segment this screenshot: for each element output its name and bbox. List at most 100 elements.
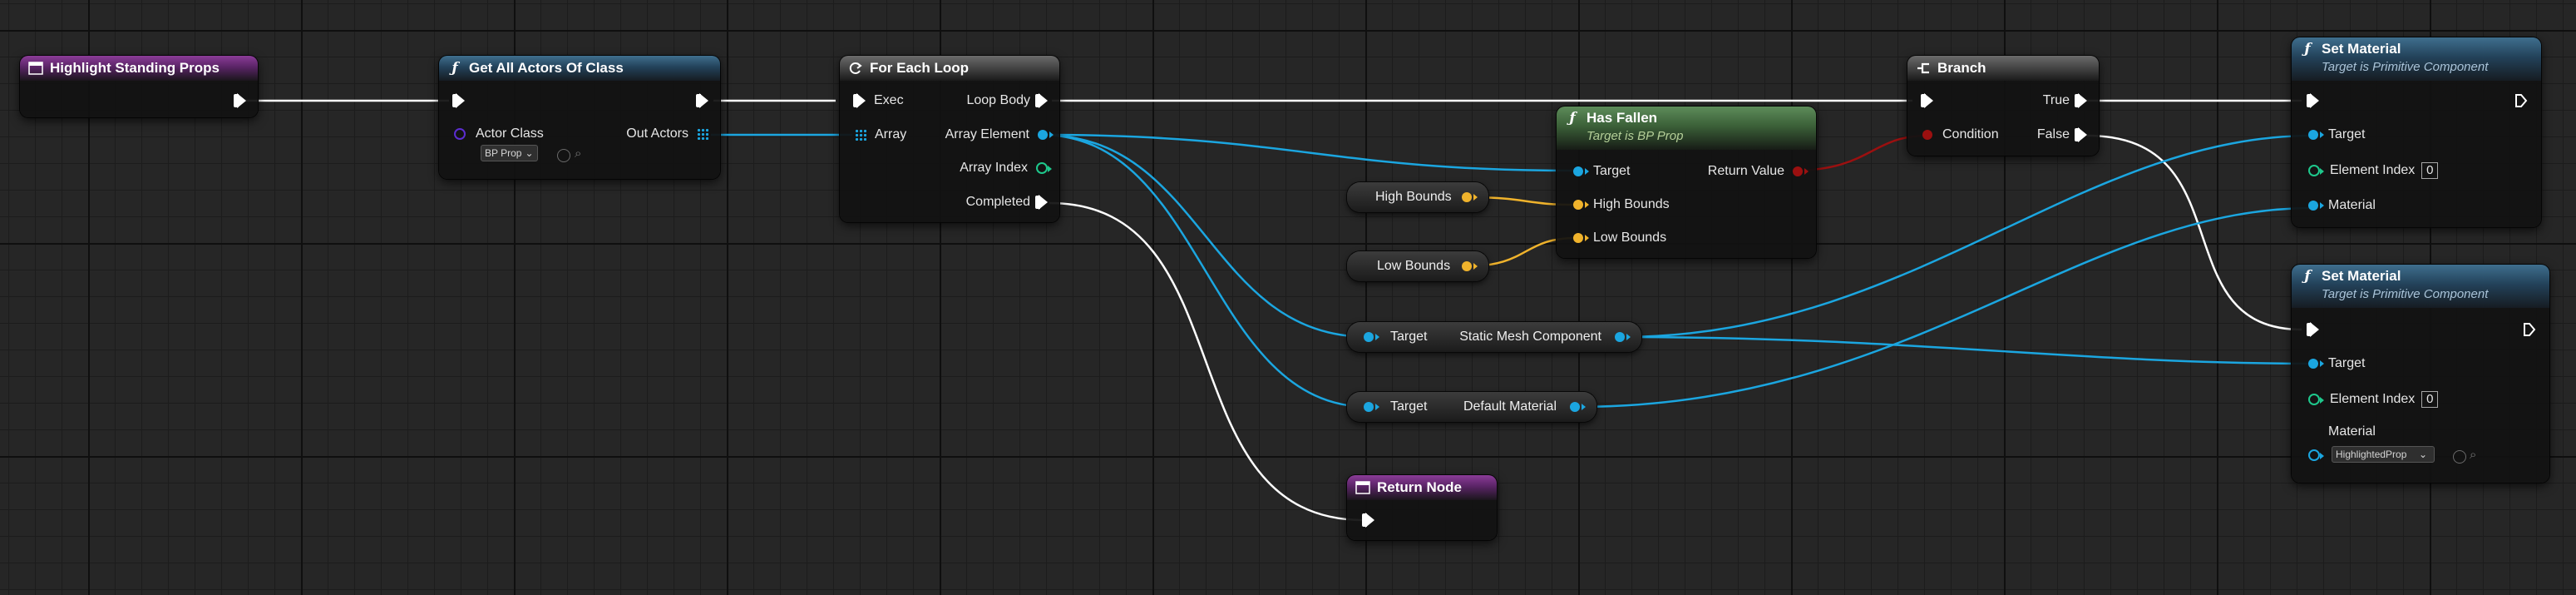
bool-pin-icon (1793, 166, 1809, 176)
object-pin-icon (2308, 201, 2324, 211)
node-title: Set Material (2322, 268, 2401, 284)
class-pin-icon (454, 128, 466, 140)
exec-pin-icon (1921, 93, 1933, 108)
pin-label: Static Mesh Component (1459, 330, 1601, 344)
node-title: Get All Actors Of Class (469, 60, 624, 76)
out-actors-pin[interactable]: Out Actors (626, 126, 708, 141)
use-selected-asset-icon[interactable] (2453, 450, 2466, 464)
exec-out-pin[interactable] (2523, 322, 2536, 337)
node-header: ƒ Set Material Target is Primitive Compo… (2292, 37, 2541, 81)
return-value-pin[interactable]: Return Value (1707, 164, 1809, 179)
integer-pin-icon (1036, 162, 1052, 174)
node-header: ƒ Set Material Target is Primitive Compo… (2292, 265, 2549, 308)
node-header: Highlight Standing Props (20, 56, 258, 81)
condition-pin[interactable]: Condition (1922, 127, 1999, 142)
actor-class-pin[interactable]: Actor Class (454, 126, 544, 141)
exec-pin-outline-icon (2524, 323, 2536, 336)
object-pin-icon[interactable] (1570, 402, 1586, 412)
high-bounds-pin[interactable]: High Bounds (1573, 197, 1670, 212)
exec-in-pin[interactable] (452, 93, 465, 108)
exec-pin-icon (696, 93, 708, 108)
has-fallen-node[interactable]: ƒ Has Fallen Target is BP Prop Target Re… (1557, 107, 1816, 258)
material-dropdown[interactable]: HighlightedProp ⌄ (2332, 446, 2435, 463)
material-pin[interactable]: Material (2308, 198, 2376, 213)
loop-icon (848, 61, 863, 76)
target-pin[interactable]: Target (2308, 356, 2365, 371)
variable-label: High Bounds (1375, 190, 1452, 204)
browse-search-icon[interactable]: ⌕ (575, 146, 582, 161)
exec-pin-icon (2075, 93, 2087, 108)
object-pin-icon[interactable] (1615, 332, 1631, 342)
get-all-actors-of-class-node[interactable]: ƒ Get All Actors Of Class Actor Class BP… (439, 56, 720, 179)
for-each-loop-node[interactable]: For Each Loop Exec Loop Body Array Array… (840, 56, 1059, 222)
array-element-pin[interactable]: Array Element (945, 127, 1054, 142)
object-pin-icon[interactable] (1364, 402, 1379, 412)
exec-out-pin[interactable] (234, 93, 246, 108)
pin-label: Return Value (1707, 164, 1784, 178)
loop-body-pin[interactable]: Loop Body (966, 93, 1048, 108)
return-node[interactable]: Return Node (1347, 475, 1497, 540)
high-bounds-variable-node[interactable]: High Bounds (1347, 182, 1488, 212)
float-pin-icon[interactable] (1462, 192, 1478, 202)
float-pin-icon[interactable] (1462, 261, 1478, 271)
false-pin[interactable]: False (2037, 127, 2087, 142)
exec-in-pin[interactable]: Exec (853, 93, 904, 108)
low-bounds-variable-node[interactable]: Low Bounds (1347, 251, 1488, 281)
true-pin[interactable]: True (2043, 93, 2087, 108)
element-index-pin[interactable]: Element Index 0 (2308, 162, 2439, 179)
pin-label: True (2042, 93, 2070, 107)
integer-pin-icon (2308, 394, 2324, 405)
node-title: Return Node (1377, 479, 1462, 495)
set-material-node-1[interactable]: ƒ Set Material Target is Primitive Compo… (2292, 37, 2541, 227)
object-wire (1040, 133, 1369, 339)
exec-in-pin[interactable] (1362, 513, 1374, 528)
object-wire (1040, 133, 1369, 409)
low-bounds-pin[interactable]: Low Bounds (1573, 231, 1666, 245)
pin-label: Material (2328, 424, 2376, 439)
exec-in-pin[interactable] (2307, 93, 2319, 108)
completed-pin[interactable]: Completed (966, 195, 1048, 210)
material-pin[interactable]: Material (2308, 424, 2376, 461)
highlight-standing-props-node[interactable]: Highlight Standing Props (20, 56, 258, 117)
pin-label: Array Index (960, 161, 1028, 175)
pin-label: Target (2328, 356, 2366, 370)
function-f-icon: ƒ (452, 60, 458, 77)
exec-out-pin[interactable] (696, 93, 708, 108)
target-pin[interactable]: Target (1573, 164, 1630, 179)
node-subtitle: Target is Primitive Component (2322, 287, 2489, 301)
bool-pin-icon (1922, 130, 1932, 140)
pin-label: Array (875, 127, 907, 141)
pin-label: Target (1593, 164, 1631, 178)
exec-in-pin[interactable] (1921, 93, 1933, 108)
float-pin-icon (1573, 233, 1589, 243)
exec-pin-icon (452, 93, 465, 108)
exec-wire (1049, 201, 1364, 522)
exec-out-pin[interactable] (2514, 93, 2528, 108)
element-index-input[interactable]: 0 (2421, 162, 2439, 179)
target-pin[interactable]: Target (2308, 127, 2365, 142)
array-pin[interactable]: Array (855, 127, 906, 142)
array-pin-icon (697, 128, 708, 140)
pin-label: Condition (1942, 127, 1999, 141)
pin-label: Element Index (2330, 392, 2416, 406)
branch-node[interactable]: Branch True Condition False (1907, 56, 2099, 156)
exec-pin-icon (234, 93, 246, 108)
pin-label: Low Bounds (1593, 231, 1667, 245)
dropdown-value: BP Prop (485, 147, 522, 159)
default-material-getter[interactable]: Target Default Material (1347, 392, 1596, 422)
array-index-pin[interactable]: Array Index (960, 161, 1052, 176)
browse-search-icon[interactable]: ⌕ (2470, 448, 2477, 462)
exec-in-pin[interactable] (2307, 322, 2319, 337)
object-pin-icon[interactable] (1364, 332, 1379, 342)
element-index-input[interactable]: 0 (2421, 391, 2439, 408)
object-pin-icon (2308, 359, 2324, 369)
static-mesh-component-getter[interactable]: Target Static Mesh Component (1347, 322, 1641, 352)
set-material-node-2[interactable]: ƒ Set Material Target is Primitive Compo… (2292, 265, 2549, 483)
actor-class-dropdown[interactable]: BP Prop ⌄ (481, 145, 538, 161)
pin-label: High Bounds (1593, 197, 1670, 211)
node-title: For Each Loop (870, 60, 969, 76)
use-selected-asset-icon[interactable] (557, 149, 570, 162)
element-index-pin[interactable]: Element Index 0 (2308, 391, 2439, 408)
object-pin-icon (1038, 130, 1054, 140)
